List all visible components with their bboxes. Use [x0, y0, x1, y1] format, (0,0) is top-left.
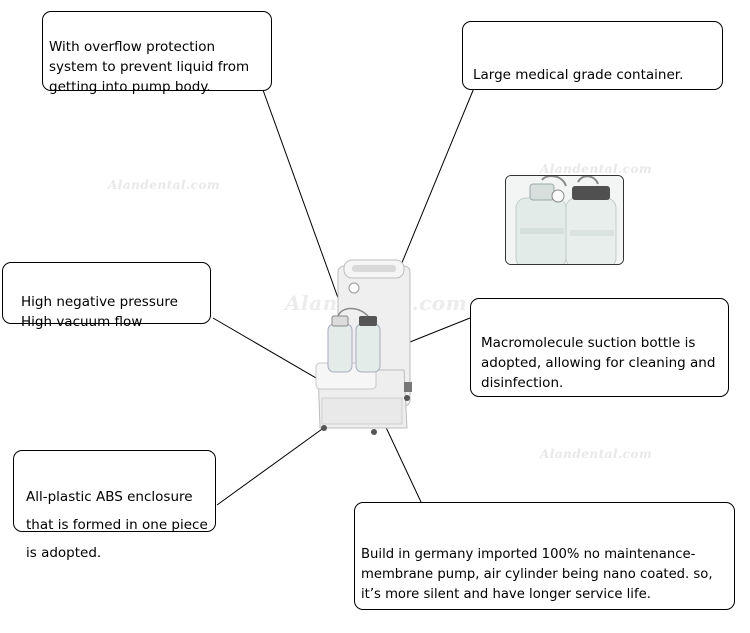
- callout-large-container: Large medical grade container.: [462, 21, 723, 90]
- callout-container-text: Large medical grade container.: [473, 67, 684, 83]
- callout-abs-enclosure: All-plastic ABS enclosure that is formed…: [13, 450, 216, 561]
- suction-unit-image: [312, 258, 417, 436]
- bottle-closeup-image: [505, 175, 624, 265]
- line-pressure: [212, 317, 336, 390]
- callout-bottle-text: Macromolecule suction bottle is adopted,…: [481, 335, 716, 391]
- callout-high-pressure: High negative pressure High vacuum flow: [2, 262, 211, 330]
- callout-pressure-text: High negative pressure High vacuum flow: [21, 294, 178, 330]
- watermark-right: Alandental.com: [540, 447, 653, 461]
- bottle-closeup-drawing: [506, 176, 623, 264]
- callout-membrane-pump: Build in germany imported 100% no mainte…: [354, 502, 735, 610]
- line-overflow: [262, 89, 347, 321]
- suction-unit-drawing: [315, 259, 412, 435]
- callout-overflow-protection: With overflow protection system to preve…: [42, 11, 272, 95]
- callout-overflow-text: With overflow protection system to preve…: [49, 39, 250, 95]
- callout-enclosure-text: All-plastic ABS enclosure that is formed…: [26, 489, 208, 561]
- callout-pump-text: Build in germany imported 100% no mainte…: [361, 547, 713, 602]
- watermark-top: Alandental.com: [108, 178, 221, 192]
- watermark-inset: Alandental.com: [540, 162, 653, 176]
- callout-suction-bottle: Macromolecule suction bottle is adopted,…: [470, 298, 729, 397]
